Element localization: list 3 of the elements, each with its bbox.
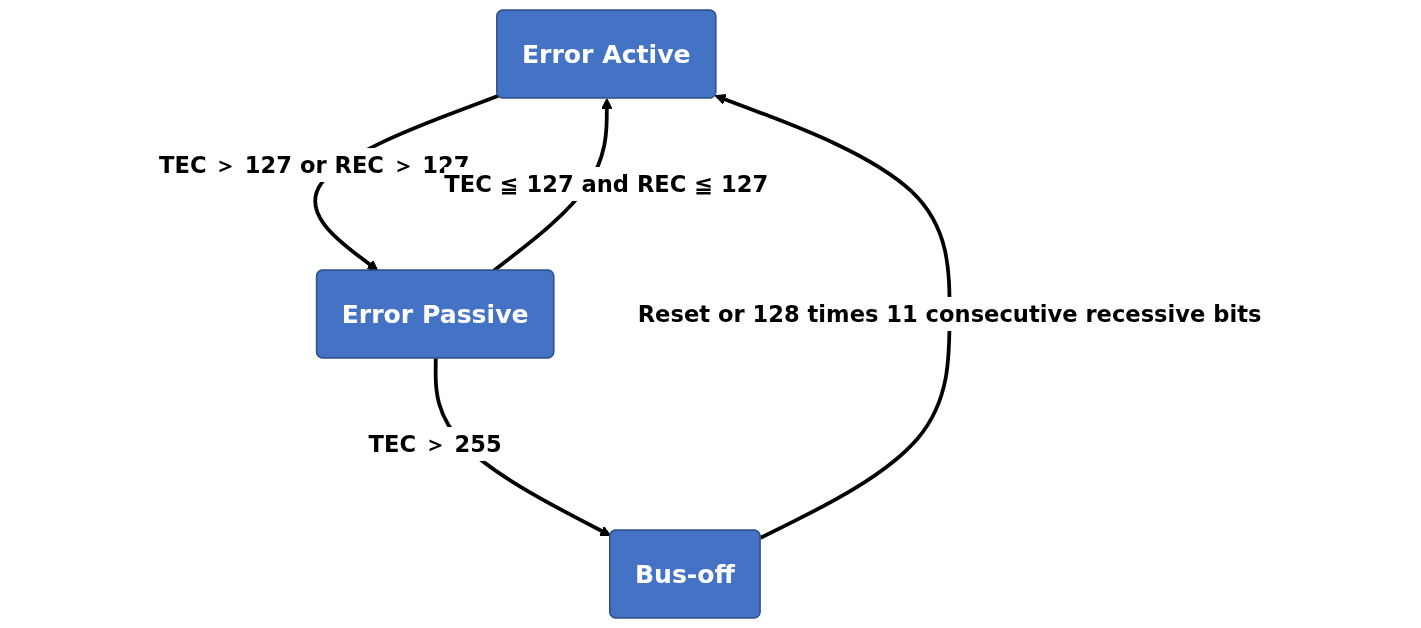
edge-label: TEC ＞ 255 xyxy=(368,430,502,458)
arrow xyxy=(715,94,952,540)
edge-label: Reset or 128 times 11 consecutive recessive bits xyxy=(637,300,1262,328)
